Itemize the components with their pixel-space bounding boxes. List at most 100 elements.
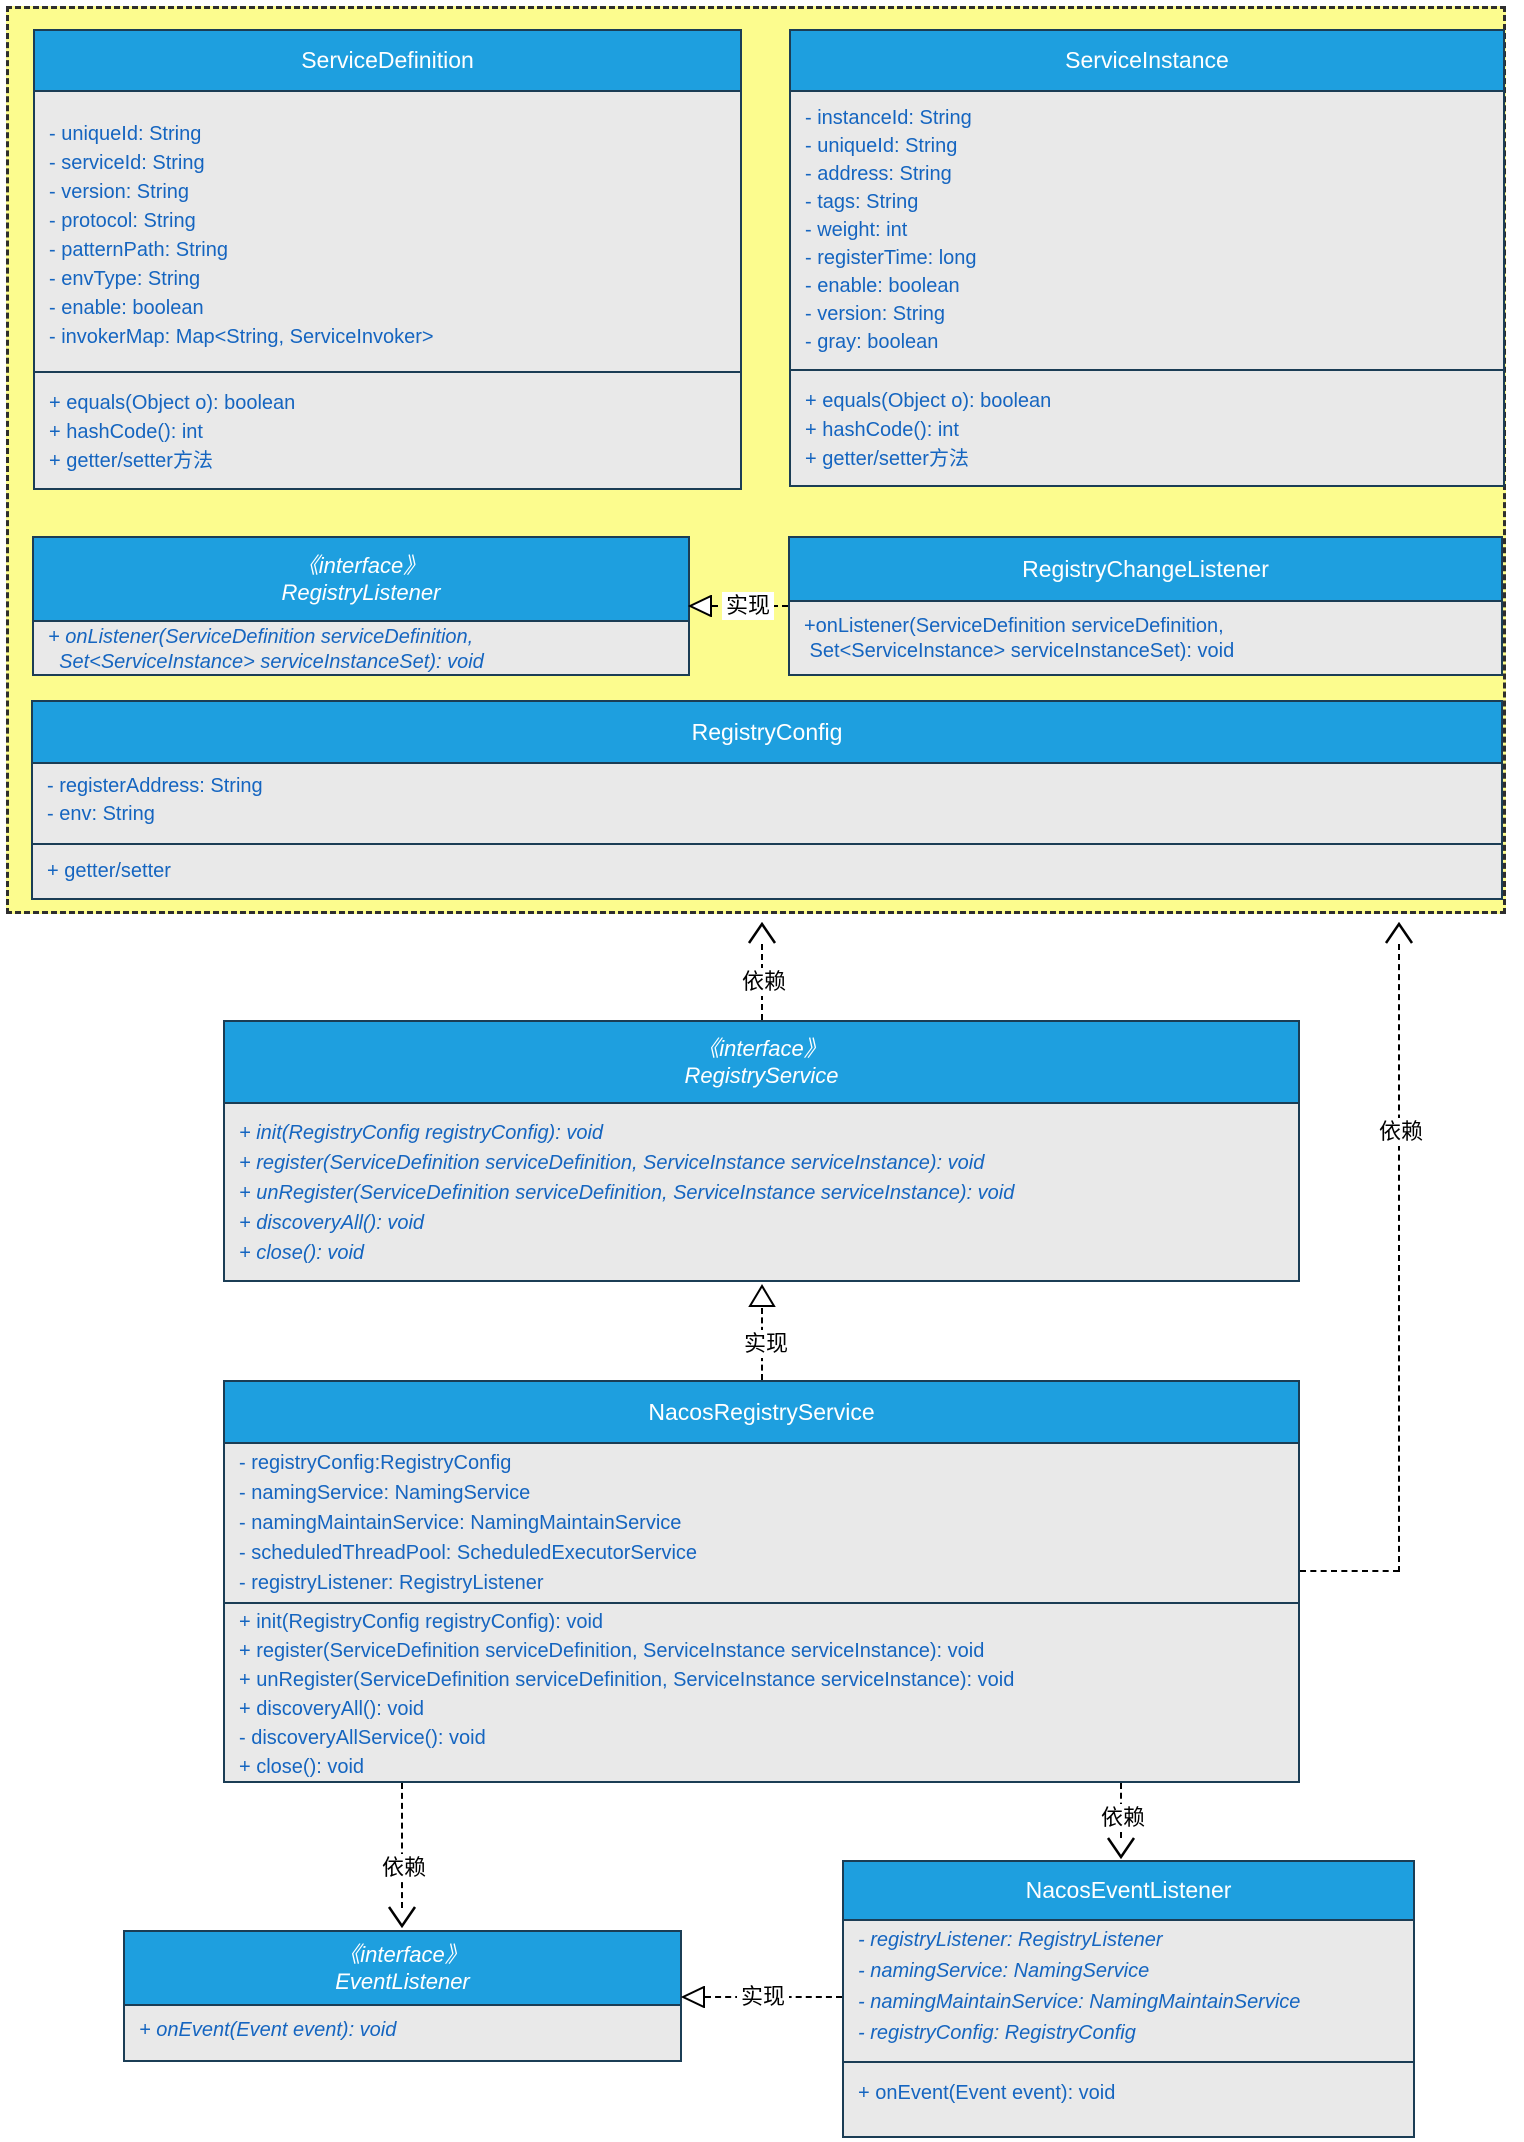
class-header: 《interface》 RegistryService xyxy=(225,1022,1298,1102)
class-box-registry-change-listener: RegistryChangeListener +onListener(Servi… xyxy=(788,536,1503,676)
member-line: - weight: int xyxy=(805,219,908,241)
member-line: - namingMaintainService: NamingMaintainS… xyxy=(239,1512,682,1534)
dashed-line xyxy=(401,1783,403,1908)
attributes-section: - uniqueId: String- serviceId: String- v… xyxy=(35,90,740,371)
stereotype-label: 《interface》 xyxy=(338,1942,467,1967)
member-line: - registryConfig:RegistryConfig xyxy=(239,1452,512,1474)
methods-section: + init(RegistryConfig registryConfig): v… xyxy=(225,1102,1298,1280)
member-line: - scheduledThreadPool: ScheduledExecutor… xyxy=(239,1542,698,1564)
class-header: NacosRegistryService xyxy=(225,1382,1298,1442)
member-line: + unRegister(ServiceDefinition serviceDe… xyxy=(239,1182,1015,1204)
member-line: + discoveryAll(): void xyxy=(239,1212,425,1234)
member-line: + discoveryAll(): void xyxy=(239,1697,425,1720)
class-title: RegistryListener xyxy=(281,580,441,605)
member-line: + getter/setter方法 xyxy=(49,450,213,472)
class-header: ServiceInstance xyxy=(791,31,1503,90)
member-line: - version: String xyxy=(805,303,946,325)
class-box-service-instance: ServiceInstance - instanceId: String- un… xyxy=(789,29,1505,487)
methods-section: + onListener(ServiceDefinition serviceDe… xyxy=(34,620,688,674)
methods-section: + equals(Object o): boolean+ hashCode():… xyxy=(35,371,740,488)
member-line: - tags: String xyxy=(805,191,919,213)
class-title: RegistryService xyxy=(684,1063,839,1088)
member-line: - gray: boolean xyxy=(805,331,939,353)
class-title: RegistryChangeListener xyxy=(1022,555,1269,582)
class-header: ServiceDefinition xyxy=(35,31,740,90)
member-line: + register(ServiceDefinition serviceDefi… xyxy=(239,1639,985,1662)
member-line: + equals(Object o): boolean xyxy=(805,390,1052,412)
member-line: + onEvent(Event event): void xyxy=(858,2082,1116,2104)
dashed-line xyxy=(1398,944,1400,1572)
relation-label: 依赖 xyxy=(1375,1118,1428,1146)
class-title: ServiceInstance xyxy=(1065,47,1229,73)
member-line: + hashCode(): int xyxy=(805,419,959,441)
member-line: - registryListener: RegistryListener xyxy=(239,1572,544,1594)
interface-box-registry-listener: 《interface》 RegistryListener + onListene… xyxy=(32,536,690,676)
class-box-service-definition: ServiceDefinition - uniqueId: String- se… xyxy=(33,29,742,490)
member-line: - address: String xyxy=(805,163,952,185)
member-line: - registryConfig: RegistryConfig xyxy=(858,2022,1136,2044)
dependency-arrowhead-icon xyxy=(747,922,777,944)
class-header: 《interface》 EventListener xyxy=(125,1932,680,2004)
methods-section: + equals(Object o): boolean + hashCode():… xyxy=(791,369,1503,485)
class-box-nacos-event-listener: NacosEventListener - registryListener: R… xyxy=(842,1860,1415,2138)
class-title: NacosEventListener xyxy=(1025,1877,1232,1903)
relation-label: 依赖 xyxy=(378,1854,431,1882)
member-line: + getter/setter xyxy=(47,860,171,882)
dependency-arrowhead-icon xyxy=(1106,1837,1136,1859)
member-line: Set<ServiceInstance> serviceInstanceSet)… xyxy=(48,651,484,673)
member-line: - registryListener: RegistryListener xyxy=(858,1929,1163,1951)
class-title: NacosRegistryService xyxy=(648,1398,875,1425)
relation-label: 实现 xyxy=(737,1983,790,2011)
member-line: - protocol: String xyxy=(49,210,196,232)
member-line: + init(RegistryConfig registryConfig): v… xyxy=(239,1122,604,1144)
class-box-nacos-registry-service: NacosRegistryService - registryConfig:Re… xyxy=(223,1380,1300,1783)
member-line: - patternPath: String xyxy=(49,239,228,261)
interface-box-registry-service: 《interface》 RegistryService + init(Regis… xyxy=(223,1020,1300,1282)
stereotype-label: 《interface》 xyxy=(697,1036,826,1061)
realization-triangle-icon xyxy=(748,1284,776,1307)
class-title: ServiceDefinition xyxy=(301,47,474,73)
member-line: - registerTime: long xyxy=(805,247,977,269)
member-line: - discoveryAllService(): void xyxy=(239,1726,486,1749)
member-line: +onListener(ServiceDefinition serviceDef… xyxy=(804,615,1224,637)
member-line: + close(): void xyxy=(239,1242,365,1264)
attributes-section: - instanceId: String- uniqueId: String- … xyxy=(791,90,1503,369)
methods-section: +onListener(ServiceDefinition serviceDef… xyxy=(790,600,1501,674)
member-line: - envType: String xyxy=(49,268,201,290)
realization-triangle-icon xyxy=(688,595,712,617)
class-header: RegistryConfig xyxy=(33,702,1501,762)
relation-label: 实现 xyxy=(722,592,775,620)
dashed-line xyxy=(1300,1570,1399,1572)
methods-section: + init(RegistryConfig registryConfig): v… xyxy=(225,1601,1298,1781)
member-line: - version: String xyxy=(49,181,190,203)
member-line: + unRegister(ServiceDefinition serviceDe… xyxy=(239,1668,1015,1691)
methods-section: + onEvent(Event event): void xyxy=(844,2061,1413,2136)
dependency-arrowhead-icon xyxy=(1384,922,1414,944)
member-line: - namingService: NamingService xyxy=(239,1482,531,1504)
class-header: RegistryChangeListener xyxy=(790,538,1501,600)
class-title: RegistryConfig xyxy=(691,718,843,745)
member-line: Set<ServiceInstance> serviceInstanceSet)… xyxy=(804,640,1235,662)
member-line: - invokerMap: Map<String, ServiceInvoker… xyxy=(49,326,434,348)
member-line: - env: String xyxy=(47,803,155,825)
relation-label: 依赖 xyxy=(738,968,791,996)
member-line: - registerAddress: String xyxy=(47,775,263,797)
member-line: + register(ServiceDefinition serviceDefi… xyxy=(239,1152,985,1174)
member-line: - enable: boolean xyxy=(805,275,960,297)
relation-label: 依赖 xyxy=(1097,1804,1150,1832)
member-line: - instanceId: String xyxy=(805,107,972,129)
interface-box-event-listener: 《interface》 EventListener + onEvent(Even… xyxy=(123,1930,682,2062)
member-line: + init(RegistryConfig registryConfig): v… xyxy=(239,1610,604,1633)
member-line: - namingService: NamingService xyxy=(858,1960,1150,1982)
member-line: + close(): void xyxy=(239,1755,365,1778)
member-line: - namingMaintainService: NamingMaintainS… xyxy=(858,1991,1301,2013)
attributes-section: - registryListener: RegistryListener - na… xyxy=(844,1919,1413,2061)
member-line: + onListener(ServiceDefinition serviceDe… xyxy=(48,626,474,648)
relation-label: 实现 xyxy=(740,1330,793,1358)
attributes-section: - registerAddress: String - env: String xyxy=(33,762,1501,843)
methods-section: + onEvent(Event event): void xyxy=(125,2004,680,2060)
class-header: 《interface》 RegistryListener xyxy=(34,538,688,620)
class-box-registry-config: RegistryConfig - registerAddress: String… xyxy=(31,700,1503,900)
member-line: - uniqueId: String xyxy=(49,123,202,145)
